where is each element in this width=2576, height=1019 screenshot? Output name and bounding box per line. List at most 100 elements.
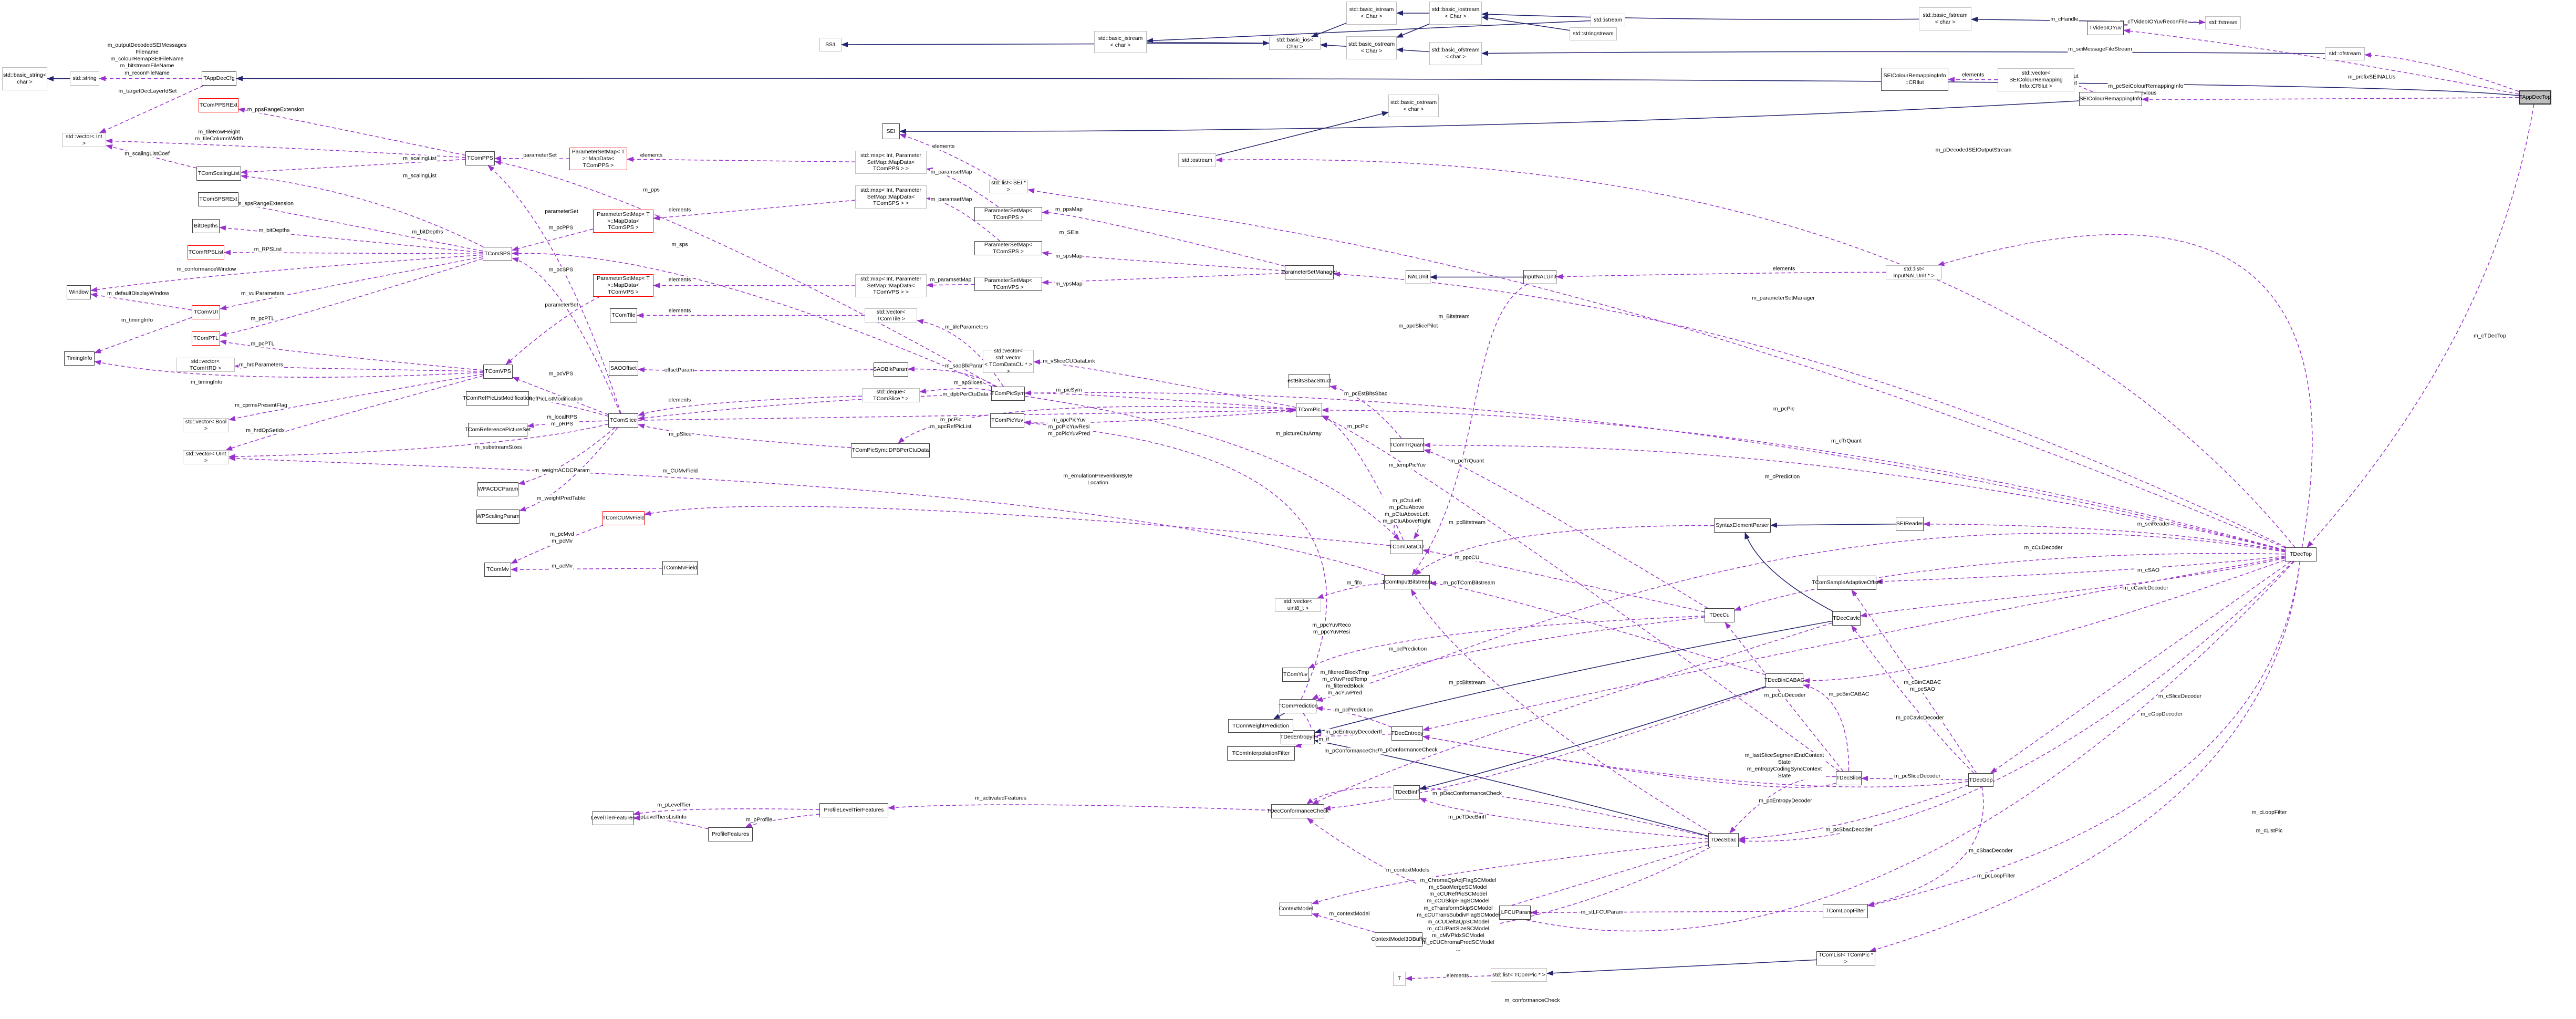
node-ostream[interactable]: std::ostream	[1178, 153, 1216, 167]
node-SEIReader[interactable]: SEIReader	[1896, 517, 1924, 531]
node-LFCUParam[interactable]: _LFCUParam	[1498, 906, 1532, 920]
node-md_vps[interactable]: ParameterSetMap< T >::MapData< TComVPS >	[593, 274, 653, 297]
node-basic_fstream[interactable]: std::basic_fstream < char >	[1919, 7, 1971, 30]
node-TComRefPicListModification[interactable]: TComRefPicListModification	[463, 391, 532, 405]
node-WPScalingParam[interactable]: WPScalingParam	[476, 510, 520, 524]
node-basic_ofstream[interactable]: std::basic_ofstream < char >	[1429, 42, 1482, 65]
node-map_sps[interactable]: std::map< Int, Parameter SetMap::MapData…	[855, 185, 927, 209]
node-list_pic[interactable]: std::list< TComPic * >	[1491, 968, 1547, 982]
node-TComReferencePictureSet[interactable]: TComReferencePictureSet	[465, 423, 531, 437]
node-vector_uint8[interactable]: std::vector< uint8_t >	[1275, 598, 1321, 612]
node-TComMvField[interactable]: TComMvField	[662, 561, 698, 575]
node-ProfileLevelTierFeatures[interactable]: ProfileLevelTierFeatures	[819, 803, 888, 817]
node-dpb_per_ctu[interactable]: TComPicSym::DPBPerCtuData	[851, 443, 930, 457]
node-TDecBinIf[interactable]: TDecBinIf	[1394, 785, 1420, 799]
node-TDecConformanceCheck[interactable]: TDecConformanceCheck	[1267, 804, 1328, 818]
node-SEI[interactable]: SEI	[882, 123, 900, 139]
node-map_vps[interactable]: std::map< Int, Parameter SetMap::MapData…	[855, 274, 927, 297]
node-basic_ostream_char[interactable]: std::basic_ostream < char >	[1388, 95, 1439, 117]
node-TAppDecCfg[interactable]: TAppDecCfg	[202, 71, 236, 86]
node-SAOOffset[interactable]: SAOOffset	[609, 361, 638, 376]
node-psm_sps[interactable]: ParameterSetMap< TComSPS >	[974, 241, 1042, 255]
node-WPACDCParam[interactable]: WPACDCParam	[477, 482, 518, 496]
node-TDecSbac[interactable]: TDecSbac	[1708, 833, 1739, 847]
node-LevelTierFeatures[interactable]: LevelTierFeatures	[591, 811, 635, 825]
node-ParameterSetManager[interactable]: ParameterSetManager	[1281, 265, 1337, 279]
node-TDecBinCABAC[interactable]: TDecBinCABAC	[1764, 673, 1804, 688]
node-TVideoIOYuv[interactable]: TVideoIOYuv	[2087, 21, 2124, 35]
node-md_pps[interactable]: ParameterSetMap< T >::MapData< TComPPS >	[569, 148, 627, 170]
node-TComWeightPrediction[interactable]: TComWeightPrediction	[1228, 719, 1293, 733]
node-TComList[interactable]: TComList< TComPic * >	[1816, 951, 1875, 965]
node-basic_ios[interactable]: std::basic_ios< Char >	[1269, 37, 1321, 50]
node-TComCUMvField[interactable]: TComCUMvField	[603, 511, 645, 525]
node-psm_vps[interactable]: ParameterSetMap< TComVPS >	[974, 277, 1042, 291]
node-vector_bool[interactable]: std::vector< Bool >	[183, 418, 229, 432]
node-deque_slice[interactable]: std::deque< TComSlice * >	[862, 388, 920, 402]
node-TDecCu[interactable]: TDecCu	[1705, 608, 1734, 622]
node-md_sps[interactable]: ParameterSetMap< T >::MapData< TComSPS >	[593, 210, 653, 233]
node-TComYuv[interactable]: TComYuv	[1282, 668, 1308, 682]
node-fstream[interactable]: std::fstream	[2205, 16, 2241, 29]
node-TComMv[interactable]: TComMv	[484, 563, 511, 577]
node-basic_istream_char[interactable]: std::basic_istream < char >	[1094, 31, 1147, 53]
node-TComPPSRExt[interactable]: TComPPSRExt	[199, 98, 238, 112]
node-psm_pps[interactable]: ParameterSetMap< TComPPS >	[974, 207, 1042, 221]
node-TComPicSym[interactable]: TComPicSym	[991, 387, 1025, 401]
node-TComDataCU[interactable]: TComDataCU	[1389, 540, 1424, 554]
node-basic_iostream[interactable]: std::basic_iostream < Char >	[1429, 2, 1482, 25]
node-SEIColourRemappingInfo[interactable]: SEIColourRemappingInfo	[2079, 92, 2142, 106]
node-TComTile[interactable]: TComTile	[610, 308, 637, 323]
node-T[interactable]: T	[1393, 972, 1406, 986]
node-TComPic[interactable]: TComPic	[1296, 403, 1322, 417]
node-vector_int[interactable]: std::vector< Int >	[62, 133, 106, 147]
node-TDecEntropyIf[interactable]: TDecEntropyIf	[1280, 730, 1315, 744]
node-TComSPSRExt[interactable]: TComSPSRExt	[198, 192, 238, 206]
node-TDecGop[interactable]: TDecGop	[1968, 773, 1993, 787]
node-TComLoopFilter[interactable]: TComLoopFilter	[1823, 904, 1868, 918]
node-TComRPSList[interactable]: TComRPSList	[188, 245, 224, 259]
node-basic_string[interactable]: std::basic_string< char >	[2, 67, 47, 90]
node-vector_hrd[interactable]: std::vector< TComHRD >	[176, 358, 235, 372]
node-SAOBlkParam[interactable]: SAOBlkParam	[873, 362, 909, 377]
node-TComVUI[interactable]: TComVUI	[192, 305, 220, 319]
node-SS1[interactable]: SS1	[819, 38, 842, 51]
node-Window[interactable]: Window	[67, 285, 91, 299]
node-vector_uint[interactable]: std::vector< UInt >	[183, 450, 229, 464]
node-vec_vec_cu[interactable]: std::vector< std::vector < TComDataCU * …	[983, 348, 1034, 375]
node-vector_crilut[interactable]: std::vector< SEIColourRemapping Info::CR…	[1998, 68, 2074, 91]
node-TAppDecTop[interactable]: TAppDecTop	[2519, 90, 2551, 105]
node-list_inputnal[interactable]: std::list< InputNALUnit * >	[1886, 265, 1942, 279]
node-TDecSlice[interactable]: TDecSlice	[1836, 771, 1862, 785]
node-TComScalingList[interactable]: TComScalingList	[196, 167, 241, 181]
node-TComSampleAdaptiveOffset[interactable]: TComSampleAdaptiveOffset	[1812, 576, 1882, 590]
node-cri_lut[interactable]: SEIColourRemappingInfo ::CRIlut	[1881, 68, 1948, 91]
node-TDecTop[interactable]: TDecTop	[2285, 547, 2317, 562]
node-ContextModel[interactable]: ContextModel	[1279, 902, 1313, 916]
node-string[interactable]: std::string	[70, 71, 99, 86]
node-TComInputBitstream[interactable]: TComInputBitstream	[1382, 575, 1432, 589]
node-TComSlice[interactable]: TComSlice	[608, 413, 638, 428]
node-TimingInfo[interactable]: TimingInfo	[64, 351, 95, 366]
node-ContextModel3DBuffer[interactable]: ContextModel3DBuffer	[1371, 932, 1427, 947]
node-map_pps[interactable]: std::map< Int, Parameter SetMap::MapData…	[855, 151, 927, 174]
node-TComVPS[interactable]: TComVPS	[483, 365, 513, 379]
node-NALUnit[interactable]: NALUnit	[1406, 270, 1430, 284]
node-estBitsSbacStruct[interactable]: estBitsSbacStruct	[1287, 374, 1331, 388]
node-SyntaxElementParser[interactable]: SyntaxElementParser	[1714, 518, 1771, 533]
node-TDecCavlc[interactable]: TDecCavlc	[1832, 611, 1861, 626]
node-TComPTL[interactable]: TComPTL	[192, 331, 220, 346]
node-ofstream[interactable]: std::ofstream	[2325, 47, 2365, 60]
node-TComPPS[interactable]: TComPPS	[465, 151, 495, 165]
node-TComSPS[interactable]: TComSPS	[483, 247, 512, 261]
node-list_sei[interactable]: std::list< SEI * >	[989, 180, 1028, 193]
node-BitDepths[interactable]: BitDepths	[192, 219, 220, 233]
node-basic_istream_Char[interactable]: std::basic_istream < Char >	[1346, 2, 1397, 25]
node-stringstream[interactable]: std::stringstream	[1570, 27, 1617, 40]
node-ProfileFeatures[interactable]: ProfileFeatures	[708, 827, 753, 841]
node-TComPrediction[interactable]: TComPrediction	[1278, 699, 1318, 713]
node-basic_ostream_Char[interactable]: std::basic_ostream < Char >	[1346, 36, 1397, 59]
node-TComPicYuv[interactable]: TComPicYuv	[990, 413, 1024, 428]
node-TComInterpolationFilter[interactable]: TComInterpolationFilter	[1227, 746, 1295, 761]
node-vector_tile[interactable]: std::vector< TComTile >	[865, 308, 917, 323]
